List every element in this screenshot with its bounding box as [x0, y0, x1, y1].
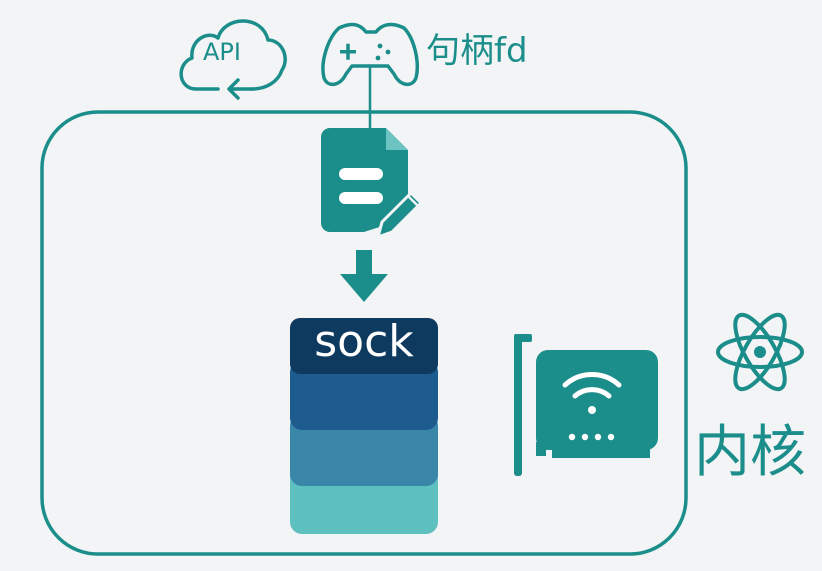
network-card-icon: [514, 334, 658, 476]
card-ports: [568, 433, 615, 441]
sock-layer-2: [290, 360, 438, 430]
atom-icon: [716, 312, 804, 392]
sock-label: sock: [314, 316, 414, 367]
sock-stack: [290, 318, 438, 534]
gamepad-buttons: [340, 43, 391, 61]
kernel-boundary: [40, 110, 688, 556]
sock-layer-3: [290, 414, 438, 486]
cloud-icon: [179, 19, 287, 100]
gamepad-icon: [321, 22, 419, 87]
document-edit-icon: [321, 128, 423, 239]
kernel-label: 内核: [694, 420, 806, 485]
wifi-icon: [562, 372, 622, 414]
handle-fd-label: 句柄fd: [426, 31, 528, 71]
down-arrow-icon: [340, 250, 388, 302]
api-label: API: [203, 38, 241, 66]
sock-layer-1: [290, 318, 438, 374]
